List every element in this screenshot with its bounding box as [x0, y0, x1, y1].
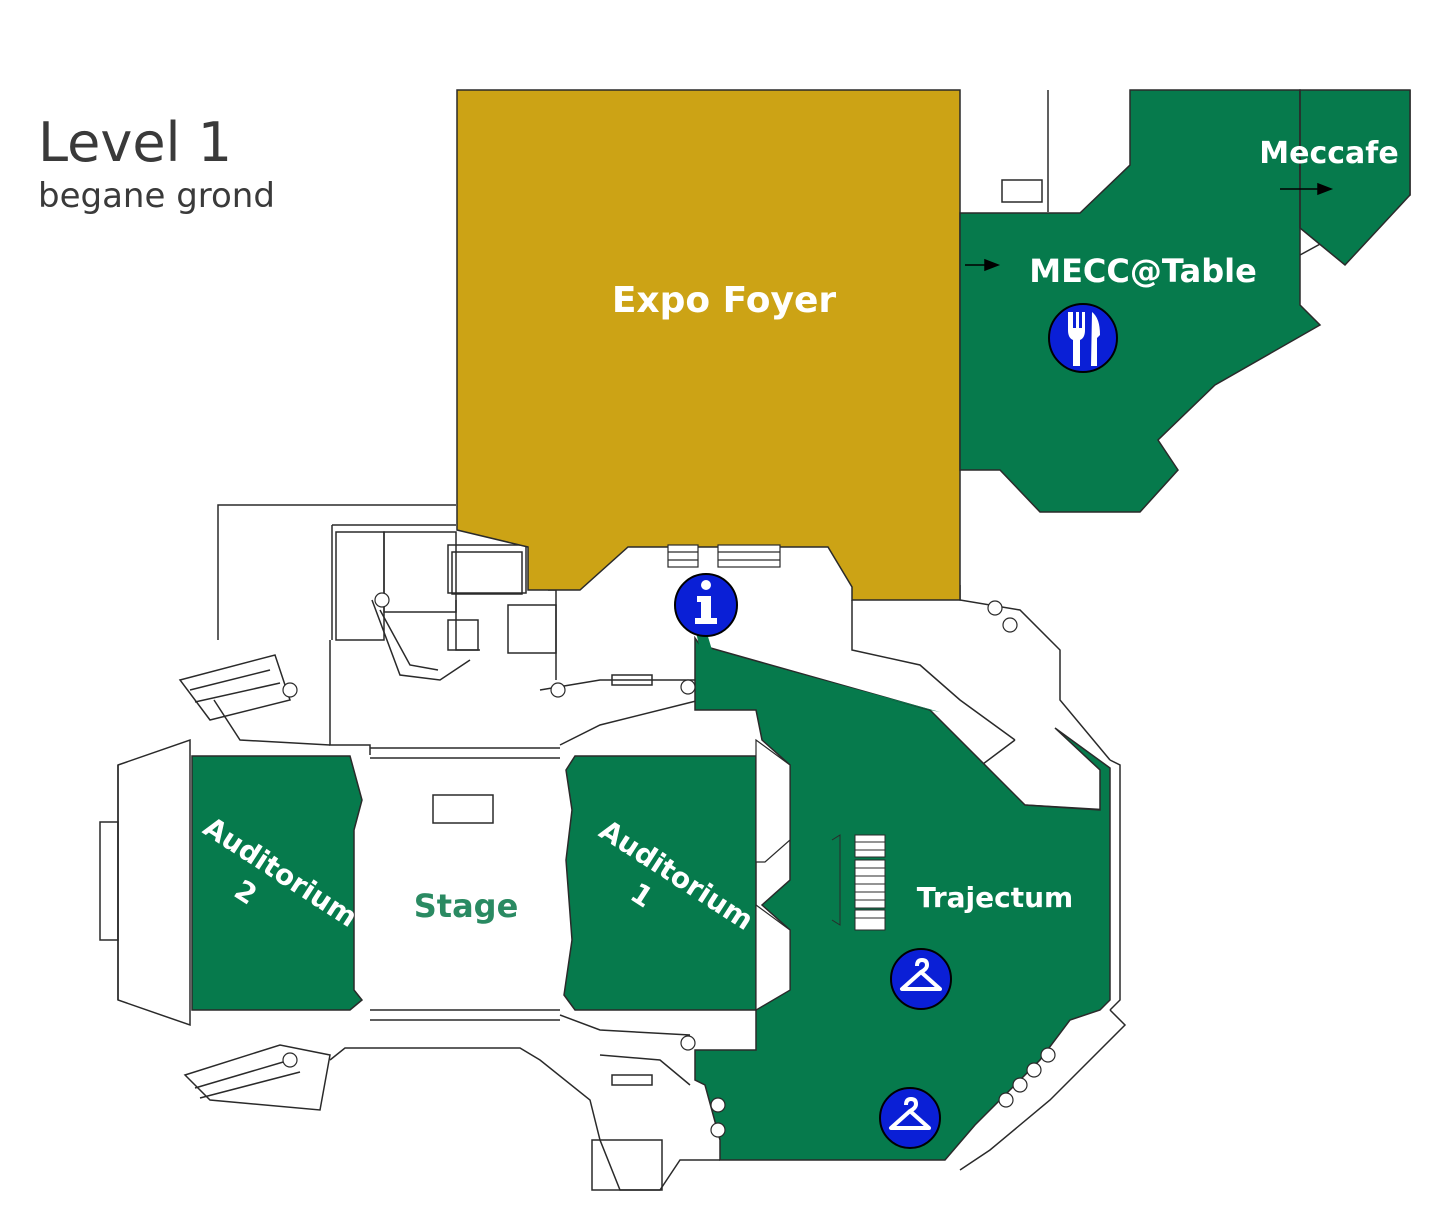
map-title-block: Level 1 begane grond [38, 111, 275, 217]
fork-knife-icon[interactable] [1048, 303, 1118, 373]
stage-label: Stage [414, 887, 519, 925]
trajectum-recesses [755, 738, 791, 1012]
level-subtitle: begane grond [38, 176, 275, 216]
trajectum-area[interactable] [694, 635, 1111, 1161]
mecc-table-label: MECC@Table [1029, 252, 1257, 290]
foyer-entrance-doors [667, 544, 781, 568]
door-swings [282, 592, 1056, 1138]
direction-arrows [965, 182, 1334, 272]
meccafe-label: Meccafe [1259, 136, 1398, 171]
level-title: Level 1 [38, 111, 233, 174]
auditorium-1-area[interactable] [563, 755, 757, 1011]
expo-foyer-area[interactable] [456, 89, 961, 601]
trajectum-label: Trajectum [917, 881, 1073, 914]
trajectum-stairs [831, 834, 886, 931]
coat-hanger-icon[interactable] [879, 1087, 941, 1149]
meccafe-area[interactable] [1299, 89, 1411, 267]
coat-hanger-icon[interactable] [890, 948, 952, 1010]
info-icon[interactable] [674, 573, 738, 637]
expo-foyer-label: Expo Foyer [612, 280, 837, 321]
mecc-table-area[interactable] [959, 89, 1322, 513]
auditorium-2-area[interactable] [191, 755, 364, 1011]
